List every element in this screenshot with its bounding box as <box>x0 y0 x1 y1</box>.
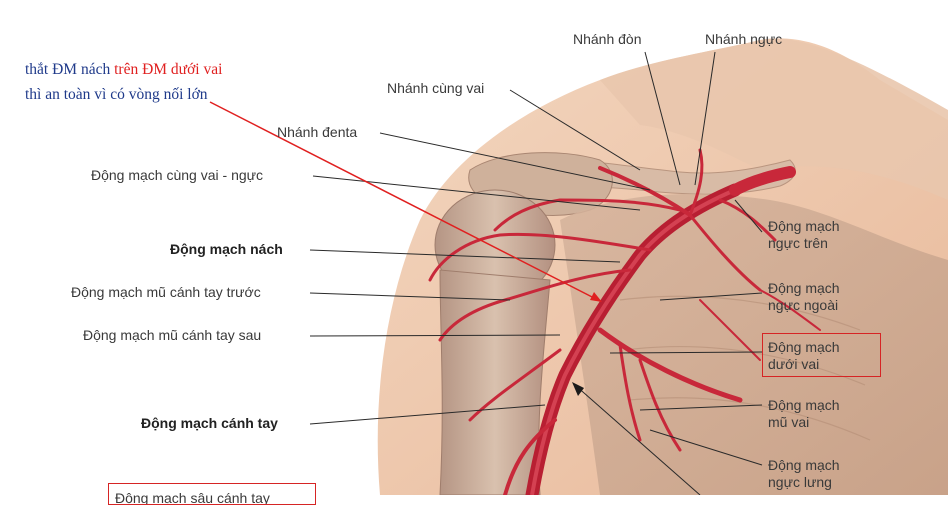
label-dm-sau-canh-tay: Động mạch sâu cánh tay <box>115 490 270 505</box>
label-dm-nguc-tren-line2: ngực trên <box>768 235 828 251</box>
note-arrow-head <box>590 292 602 302</box>
label-dm-mu-canh-tay-truoc: Động mạch mũ cánh tay trước <box>71 284 261 300</box>
label-dm-mu-vai: Động mạch mũ vai <box>768 397 840 431</box>
note-line-1-part-b: trên ĐM dưới vai <box>114 61 223 78</box>
highlight-box-bottom: Động mạch sâu cánh tay <box>108 483 316 505</box>
label-dm-nguc-ngoai-line1: Động mạch <box>768 280 840 296</box>
artery-branches <box>428 148 821 495</box>
label-dm-duoi-vai-line2: dưới vai <box>768 356 820 372</box>
label-dm-nguc-tren: Động mạch ngực trên <box>768 218 840 252</box>
label-nhanh-nguc: Nhánh ngực <box>705 31 783 47</box>
clinical-note: thắt ĐM nách trên ĐM dưới vai thì an toà… <box>25 57 222 107</box>
note-line-1: thắt ĐM nách trên ĐM dưới vai <box>25 57 222 82</box>
note-line-2: thì an toàn vì có vòng nối lớn <box>25 86 208 103</box>
label-dm-nguc-ngoai-line2: ngực ngoài <box>768 297 839 313</box>
label-dm-nguc-ngoai: Động mạch ngực ngoài <box>768 280 840 314</box>
humerus-shaft <box>439 269 551 495</box>
highlight-box-dm-duoi-vai <box>762 333 881 377</box>
label-dm-mu-vai-line2: mũ vai <box>768 414 810 430</box>
label-dm-nguc-lung: Động mạch ngực lưng <box>768 457 840 491</box>
label-dm-mu-vai-line1: Động mạch <box>768 397 840 413</box>
pectoral-area <box>560 194 948 495</box>
label-nhanh-don: Nhánh đòn <box>573 31 642 47</box>
note-arrow-line <box>209 101 599 301</box>
label-dm-mu-canh-tay-sau: Động mạch mũ cánh tay sau <box>83 327 262 343</box>
label-dm-cung-vai-nguc: Động mạch cùng vai - ngực <box>91 167 264 183</box>
label-dm-nguc-tren-line1: Động mạch <box>768 218 840 234</box>
label-dm-duoi-vai: Động mạch dưới vai <box>768 339 840 373</box>
trapezius <box>600 38 948 200</box>
label-dm-duoi-vai-line1: Động mạch <box>768 339 840 355</box>
label-nhanh-cung-vai: Nhánh cùng vai <box>387 80 485 96</box>
label-dm-nguc-lung-line2: ngực lưng <box>768 474 832 490</box>
note-line-1-part-a: thắt ĐM nách <box>25 61 115 78</box>
label-nhanh-denta: Nhánh đenta <box>277 124 358 140</box>
subclavian-stub <box>729 166 796 196</box>
label-dm-canh-tay: Động mạch cánh tay <box>141 415 278 431</box>
label-dm-nach: Động mạch nách <box>170 241 283 257</box>
label-dm-nguc-lung-line1: Động mạch <box>768 457 840 473</box>
